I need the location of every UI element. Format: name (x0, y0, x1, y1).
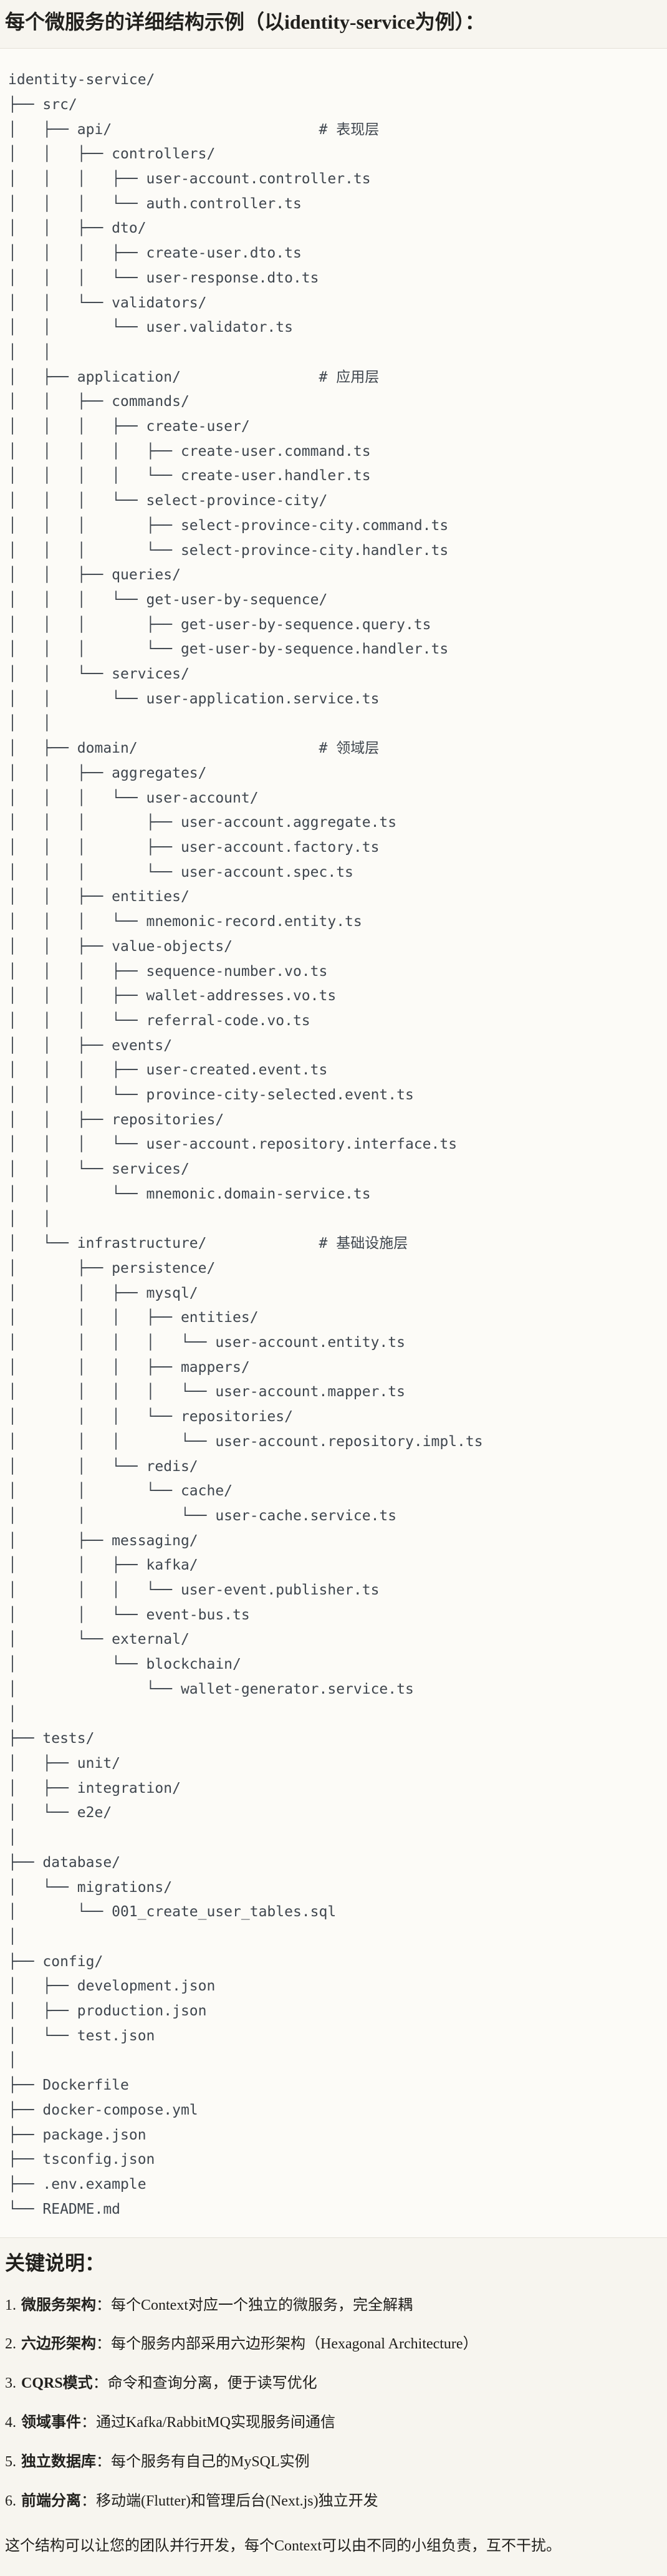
note-item: 4. 领域事件：通过Kafka/RabbitMQ实现服务间通信 (5, 2412, 662, 2434)
note-text: ：通过Kafka/RabbitMQ实现服务间通信 (81, 2414, 335, 2431)
note-term: 领域事件 (21, 2414, 81, 2431)
notes-heading: 关键说明： (5, 2252, 105, 2275)
note-term: CQRS模式 (21, 2375, 93, 2392)
note-number: 2. (5, 2336, 16, 2353)
note-text: ：每个服务内部采用六边形架构（Hexagonal Architecture） (96, 2336, 478, 2353)
document-page: 每个微服务的详细结构示例（以identity-service为例）： ident… (0, 9, 667, 2557)
closing-paragraph: 这个结构可以让您的团队并行开发，每个Context可以由不同的小组负责，互不干扰… (5, 2538, 561, 2555)
note-text: ：移动端(Flutter)和管理后台(Next.js)独立开发 (81, 2492, 378, 2509)
note-number: 3. (5, 2375, 16, 2392)
note-item: 3. CQRS模式：命令和查询分离，便于读写优化 (5, 2373, 662, 2395)
note-number: 4. (5, 2414, 16, 2431)
note-term: 前端分离 (21, 2492, 81, 2509)
page-title: 每个微服务的详细结构示例（以identity-service为例）： (5, 11, 485, 33)
code-block: identity-service/ ├── src/ │ ├── api/ # … (0, 48, 667, 2239)
note-item: 5. 独立数据库：每个服务有自己的MySQL实例 (5, 2451, 662, 2473)
note-term: 独立数据库 (21, 2453, 96, 2470)
note-item: 1. 微服务架构：每个Context对应一个独立的微服务，完全解耦 (5, 2295, 662, 2317)
note-text: ：命令和查询分离，便于读写优化 (92, 2375, 317, 2392)
note-number: 5. (5, 2453, 16, 2470)
note-item: 6. 前端分离：移动端(Flutter)和管理后台(Next.js)独立开发 (5, 2491, 662, 2512)
note-number: 1. (5, 2297, 16, 2313)
note-text: ：每个服务有自己的MySQL实例 (96, 2453, 310, 2470)
directory-tree: identity-service/ ├── src/ │ ├── api/ # … (8, 72, 483, 2217)
note-term: 微服务架构 (21, 2297, 96, 2313)
note-item: 2. 六边形架构：每个服务内部采用六边形架构（Hexagonal Architec… (5, 2333, 662, 2355)
note-text: ：每个Context对应一个独立的微服务，完全解耦 (96, 2297, 413, 2313)
note-number: 6. (5, 2492, 16, 2509)
notes-section: 关键说明： 1. 微服务架构：每个Context对应一个独立的微服务，完全解耦 2… (0, 2250, 667, 2557)
note-term: 六边形架构 (21, 2336, 96, 2353)
